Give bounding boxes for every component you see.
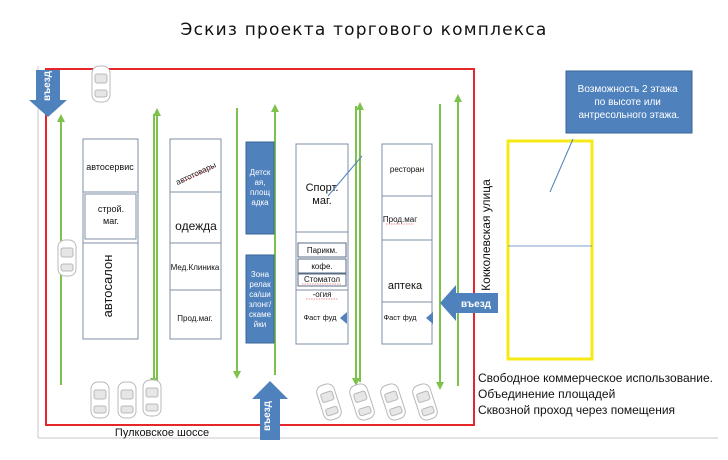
note-line: Сквозной проход через помещения [478, 403, 676, 417]
stomat-label: -огия [313, 290, 332, 299]
sport-label: Спорт. [306, 182, 339, 194]
relax-label: скаме [249, 310, 272, 319]
stroymag-unit [84, 193, 137, 240]
restoran-label: ресторан [390, 165, 424, 174]
relax-zone [245, 254, 275, 344]
car-icon [57, 239, 77, 277]
parikm-label: Парикм. [307, 246, 337, 255]
entrance-arrow-icon [440, 285, 498, 321]
car-icon [117, 381, 137, 419]
car-icon [91, 65, 111, 103]
kids-label: ая, [254, 178, 265, 187]
block-column-1: автосервис строй. маг. автосалон [82, 138, 139, 340]
odezhda-label: одежда [175, 219, 217, 233]
relax-label: злонг/ [249, 300, 272, 309]
stomat-label: Стоматол [304, 275, 340, 284]
block-column-2: автотовары одежда Мед.Клиника Прод.маг. [169, 138, 222, 340]
block-column-5: ресторан Прод.маг аптека Фаст фуд [381, 143, 433, 345]
apteka-label: аптека [388, 280, 423, 292]
callout-pointer [549, 138, 574, 193]
entrance-label: въезд [461, 299, 492, 310]
prodmag-label: Прод.маг. [177, 314, 212, 323]
parikm-unit [297, 242, 347, 258]
kids-label: адка [251, 198, 269, 207]
stroymag-label: строй. [98, 204, 124, 214]
building-outline [381, 143, 433, 345]
car-icon [349, 383, 375, 421]
note-line: Объединение площадей [478, 387, 616, 401]
stomat-unit [297, 273, 347, 287]
fastfood-label: Фаст фуд [303, 313, 337, 322]
callout-pointer [327, 155, 363, 197]
fastfood-label: Фаст фуд [383, 313, 417, 322]
note-line: Свободное коммерческое использование. [478, 371, 713, 385]
block-column-3: Детск ая, площ адка Зона релак са/ши зло… [245, 141, 275, 344]
page-title: Эскиз проекта торгового комплекса [180, 20, 548, 40]
relax-label: релак [249, 280, 271, 289]
kids-label: Детск [250, 168, 271, 177]
kofe-label: кофе. [311, 262, 332, 271]
car-icon [316, 383, 342, 421]
kids-label: площ [250, 188, 271, 197]
building-outline [169, 138, 222, 340]
car-icon [380, 383, 406, 421]
autosalon-label: автосалон [100, 255, 115, 318]
spellcheck-underline [181, 166, 214, 183]
autoservice-label: автосервис [86, 162, 134, 172]
entrance-arrow-icon [252, 381, 288, 440]
entrance-marker-icon [426, 312, 433, 324]
block-column-4: Спорт. маг. Парикм. кофе. Стоматол -огия… [295, 143, 349, 345]
relax-label: са/ши [249, 290, 271, 299]
medclinic-label: Мед.Клиника [171, 263, 220, 272]
parked-cars [57, 65, 438, 421]
entrance-bottom: въезд [252, 381, 288, 440]
sport-label: маг. [312, 195, 331, 207]
relax-label: йки [254, 320, 266, 329]
entrance-right: въезд [440, 285, 498, 321]
prodmag-label: Прод.маг [383, 215, 417, 224]
car-icon [412, 383, 438, 421]
entrance-label: въезд [42, 70, 53, 101]
notes-block: Свободное коммерческое использование. Об… [478, 370, 713, 418]
callout-text: Возможность 2 этажа по высоте или антрес… [578, 84, 681, 121]
kids-playground-zone [245, 141, 275, 235]
entrance-arrow-icon [29, 70, 67, 117]
street-label-bottom: Пулковское шоссе [115, 427, 209, 439]
relax-label: Зона [251, 270, 270, 279]
entrance-top-left: въезд [29, 70, 67, 117]
street-label-right: Кокколевская улица [479, 179, 493, 291]
kofe-unit [297, 258, 347, 274]
car-icon [142, 379, 162, 417]
stroymag-label: маг. [103, 216, 119, 226]
second-floor-area [506, 139, 594, 361]
entrance-marker-icon [340, 312, 347, 324]
callout-box [565, 70, 693, 134]
entrance-label: въезд [262, 400, 273, 431]
car-icon [90, 381, 110, 419]
